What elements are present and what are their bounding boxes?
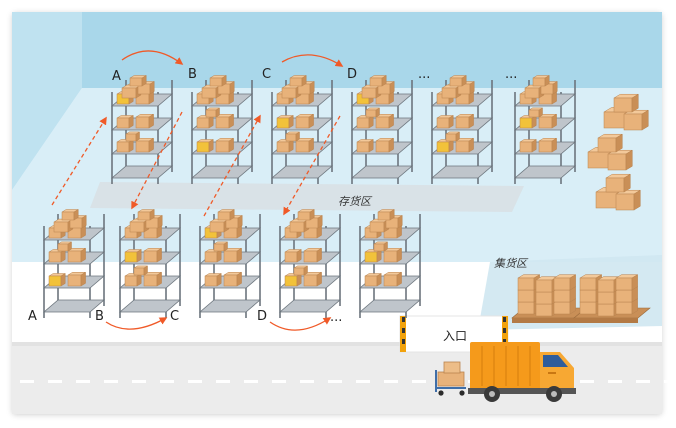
top-label-a: A <box>112 69 121 84</box>
shelf-boxes <box>196 107 235 129</box>
shelf-rack <box>350 75 414 184</box>
bottom-label-d: D <box>257 309 267 324</box>
shelf-boxes <box>276 113 315 129</box>
box-stack <box>603 93 650 131</box>
pick-route-arrows <box>51 50 344 331</box>
top-boxes <box>524 75 559 99</box>
floor <box>12 88 662 262</box>
shelf-rack <box>278 209 342 318</box>
shelf-rack <box>190 75 254 184</box>
route-arrow <box>283 115 341 216</box>
shelf-rack <box>430 75 494 184</box>
shelf-rack <box>513 75 577 184</box>
route-arrow <box>281 54 344 67</box>
shelf-boxes <box>436 131 475 153</box>
shelf-rack <box>358 209 422 318</box>
shelf-boxes <box>356 137 395 153</box>
shelf-rack <box>198 209 262 318</box>
shelf-boxes <box>284 247 323 263</box>
shelf-boxes <box>204 271 243 287</box>
top-boxes <box>121 75 156 99</box>
route-arrow <box>105 317 168 330</box>
collection-pallets <box>511 274 651 323</box>
top-label-d: D <box>347 67 357 82</box>
bottom-label-more: ... <box>330 310 342 325</box>
left-wall <box>12 12 82 190</box>
top-boxes <box>441 75 476 99</box>
shelf-boxes <box>116 113 155 129</box>
top-boxes <box>209 209 244 233</box>
shelf-boxes <box>204 241 243 263</box>
shelf-boxes <box>364 241 403 263</box>
rack-layer <box>42 75 577 318</box>
storage-zone-band <box>90 182 524 212</box>
shelf-boxes <box>284 265 323 287</box>
bottom-label-b: B <box>95 309 104 324</box>
delivery-truck <box>468 342 576 402</box>
bottom-label-a: A <box>28 309 37 324</box>
top-boxes <box>369 209 404 233</box>
shelf-boxes <box>196 137 235 153</box>
top-boxes <box>281 75 316 99</box>
bottom-row-labels: A B C D ... <box>28 309 342 325</box>
top-boxes <box>361 75 396 99</box>
top-boxes <box>289 209 324 233</box>
shelf-boxes <box>124 265 163 287</box>
warehouse-room <box>12 12 662 262</box>
top-boxes <box>201 75 236 99</box>
hand-cart <box>435 361 466 396</box>
route-arrow <box>203 114 261 217</box>
bottom-label-c: C <box>170 309 179 324</box>
shelf-rack <box>42 209 106 318</box>
shelf-rack <box>110 75 174 184</box>
loose-box-stacks <box>587 93 650 211</box>
top-label-b: B <box>188 67 197 82</box>
top-boxes <box>53 209 88 233</box>
route-arrow <box>269 317 332 331</box>
top-label-more-2: ... <box>505 67 517 82</box>
top-label-more-1: ... <box>418 67 430 82</box>
shelf-boxes <box>276 131 315 153</box>
shelf-boxes <box>356 107 395 129</box>
storage-zone-label: 存货区 <box>338 195 373 208</box>
shelf-boxes <box>124 247 163 263</box>
top-row-labels: A B C D ... ... <box>112 67 517 84</box>
shelf-boxes <box>364 271 403 287</box>
shelf-rack <box>270 75 334 184</box>
top-boxes <box>129 209 164 233</box>
shelf-rack <box>118 209 182 318</box>
collection-zone-label: 集货区 <box>494 257 529 270</box>
shelf-boxes <box>48 271 87 287</box>
shelf-boxes <box>436 113 475 129</box>
box-stack <box>587 133 634 171</box>
pallet <box>573 274 651 323</box>
shelf-boxes <box>116 131 155 153</box>
shelf-boxes <box>519 107 558 129</box>
entrance-label: 入口 <box>443 329 467 343</box>
road <box>12 342 676 414</box>
box-stack <box>595 173 642 211</box>
pallet <box>511 274 589 323</box>
route-arrow <box>51 116 107 206</box>
top-label-c: C <box>262 67 271 82</box>
shelf-boxes <box>48 241 87 263</box>
shelf-boxes <box>519 137 558 153</box>
back-wall <box>82 12 662 88</box>
route-arrow <box>121 50 184 65</box>
